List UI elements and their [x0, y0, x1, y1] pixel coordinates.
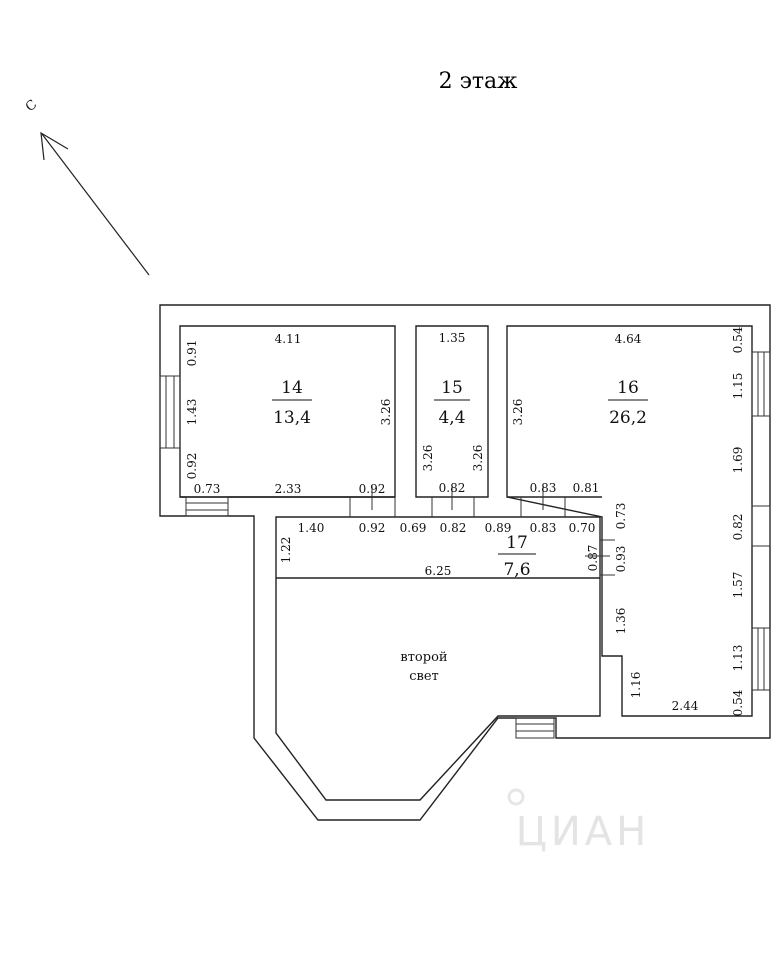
dim-label: 0.70: [569, 521, 596, 535]
dim-label: 1.40: [298, 521, 325, 535]
dim-label: 1.57: [731, 572, 745, 599]
dim-label: 1.36: [614, 608, 628, 635]
room-number: 14: [281, 378, 303, 398]
dim-label: 0.92: [359, 521, 386, 535]
dim-label: 1.22: [279, 537, 293, 564]
dim-label: 3.26: [421, 445, 435, 472]
watermark: ЦИАН: [507, 788, 650, 855]
dim-label: 0.92: [185, 453, 199, 480]
dim-label: 0.81: [573, 481, 600, 495]
windows: [159, 351, 771, 739]
dim-label: 0.89: [485, 521, 512, 535]
room-number: 16: [617, 378, 639, 398]
dim-label: 0.92: [359, 482, 386, 496]
dim-label: 1.69: [731, 447, 745, 474]
dimension-labels: 4.11 0.91 1.43 0.92 3.26 0.73 2.33 0.92 …: [185, 326, 745, 716]
dim-label: 0.54: [731, 689, 745, 716]
dim-label: 0.73: [614, 503, 628, 530]
dim-label: 1.43: [185, 399, 199, 426]
dim-label: 0.73: [194, 482, 221, 496]
room-17: 17 7,6: [498, 533, 536, 580]
dim-label: 0.83: [530, 481, 557, 495]
room-area: 26,2: [609, 408, 647, 428]
room-number: 17: [506, 533, 528, 553]
dim-label: 0.87: [586, 545, 600, 572]
dim-label: 3.26: [471, 445, 485, 472]
open-space-label: второй свет: [400, 650, 447, 684]
north-arrow-icon: С: [23, 97, 150, 276]
room-number: 15: [441, 378, 463, 398]
dim-label: 0.82: [439, 481, 466, 495]
watermark-text: ЦИАН: [516, 809, 650, 855]
dim-label: 1.35: [439, 331, 466, 345]
dim-label: 0.91: [185, 340, 199, 367]
dim-label: 0.83: [530, 521, 557, 535]
room-area: 4,4: [438, 408, 465, 428]
dim-label: 0.82: [440, 521, 467, 535]
floor-title: 2 этаж: [439, 69, 518, 94]
compass-label: С: [23, 97, 40, 115]
dim-label: 0.69: [400, 521, 427, 535]
svg-text:второй: второй: [400, 650, 447, 665]
dim-label: 0.93: [614, 546, 628, 573]
dim-label: 1.15: [731, 373, 745, 400]
dim-label: 6.25: [425, 564, 452, 578]
door-markers: [349, 485, 615, 576]
outer-walls: [159, 304, 771, 821]
room-area: 13,4: [273, 408, 311, 428]
dim-label: 0.82: [731, 514, 745, 541]
room-16: 16 26,2: [608, 378, 648, 428]
room-14: 14 13,4: [272, 378, 312, 428]
dim-label: 1.13: [731, 645, 745, 672]
dim-label: 2.33: [275, 482, 302, 496]
dim-label: 4.64: [615, 332, 642, 346]
dim-label: 3.26: [511, 399, 525, 426]
dim-label: 3.26: [379, 399, 393, 426]
dim-label: 2.44: [672, 699, 699, 713]
svg-text:свет: свет: [409, 669, 439, 684]
dim-label: 1.16: [629, 672, 643, 699]
dim-label: 4.11: [275, 332, 302, 346]
room-area: 7,6: [503, 560, 530, 580]
room-15: 15 4,4: [434, 378, 470, 428]
dim-label: 0.54: [731, 326, 745, 353]
